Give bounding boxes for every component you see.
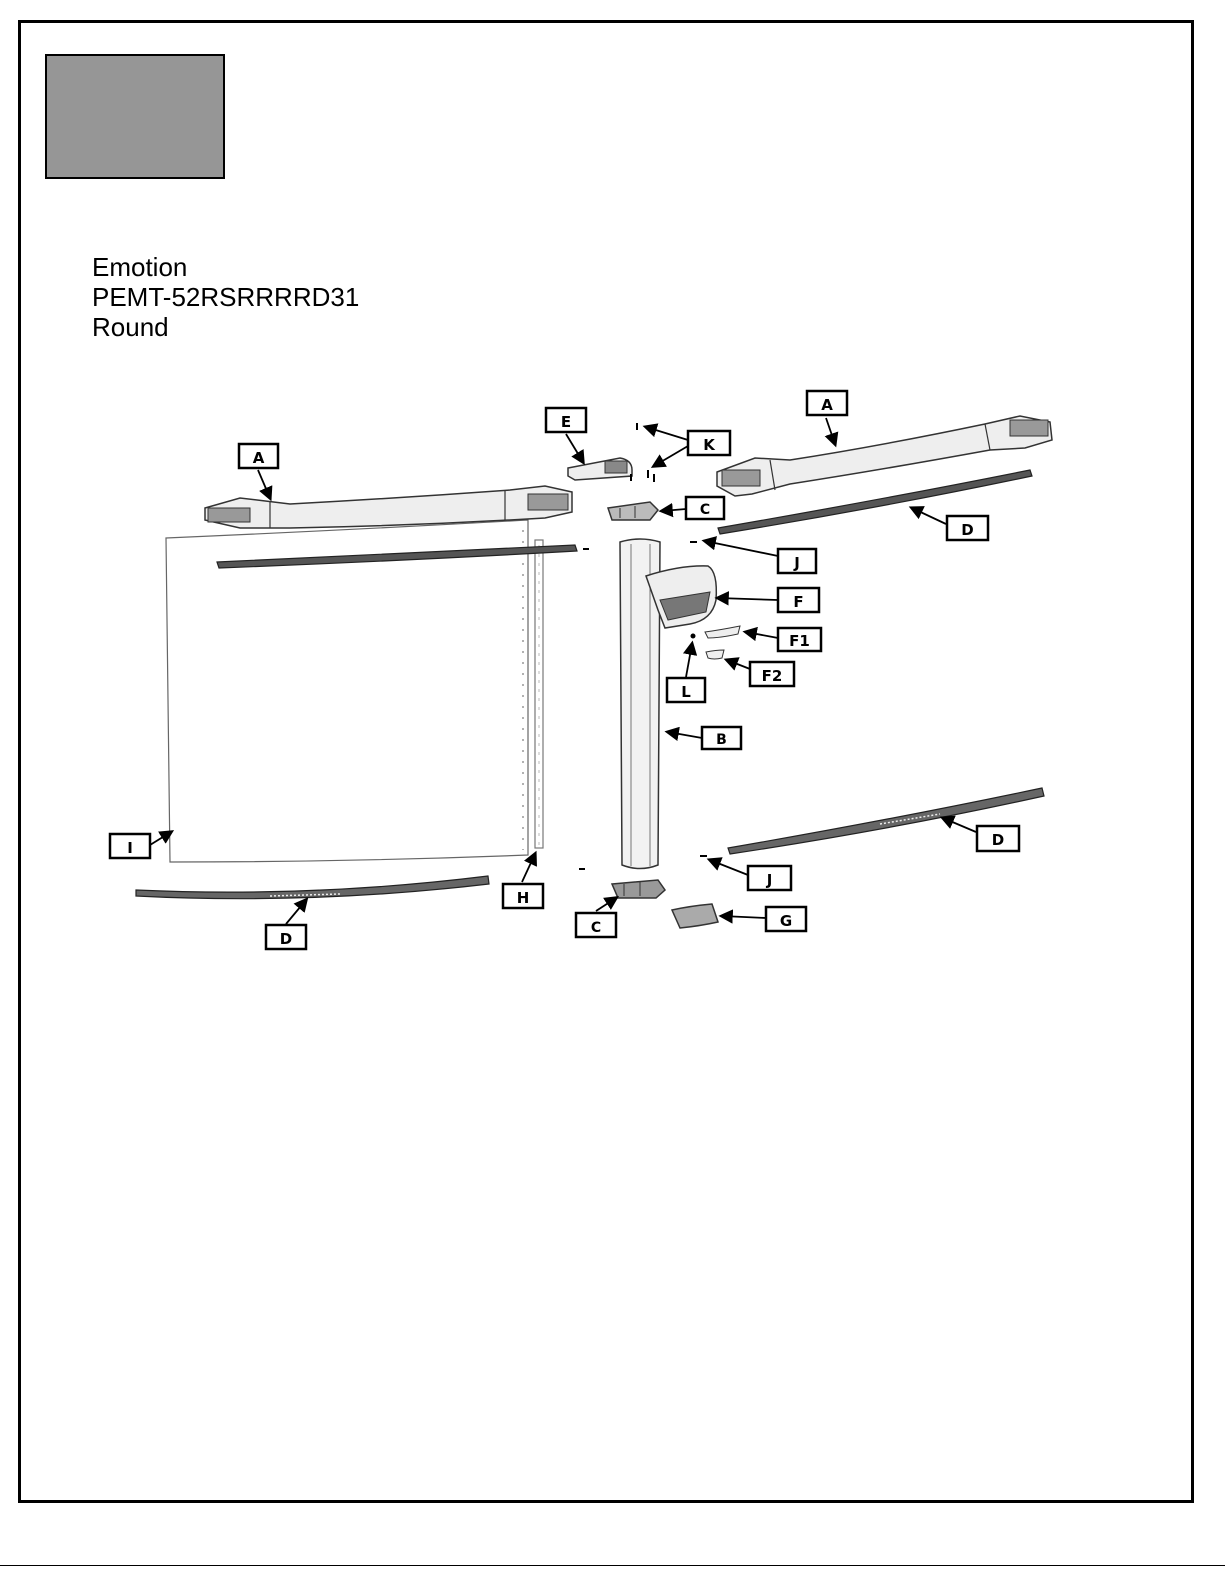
callout-j-top: J [778,549,816,573]
callout-f1-label: F1 [789,632,810,650]
top-cap-part-e [568,458,632,480]
callout-j-bottom: J [748,866,791,890]
cover-insert-part-f2 [706,650,724,659]
callout-k: K [688,431,730,455]
screw-part-l [691,634,696,639]
bottom-track-left-part-d [136,876,489,899]
callout-f2-label: F2 [762,667,783,685]
callout-f1: F1 [778,628,821,651]
callout-e: E [546,408,586,432]
callout-a-right: A [807,391,847,415]
callout-f2: F2 [750,662,794,686]
callout-d-top: D [947,516,988,540]
callout-d-bottom: D [266,925,306,949]
callout-g: G [766,907,806,931]
callout-a-right-label: A [821,396,833,414]
callout-c-top-label: C [700,502,710,518]
wall-panel-part-i [166,520,528,862]
bottom-plate-part-c [612,880,665,898]
callout-b-label: B [716,732,727,748]
bottom-cover-part-g [672,904,718,928]
cover-insert-part-f1 [705,626,740,638]
callout-c-bottom: C [576,913,616,937]
callout-k-label: K [703,436,716,454]
callout-i: I [110,834,150,858]
callout-c-bottom-label: C [591,920,601,936]
callout-d-right: D [977,826,1019,851]
callout-f: F [778,588,819,612]
bottom-rule [0,1565,1225,1566]
callout-f-label: F [793,593,803,611]
callout-b: B [702,727,741,749]
callout-j-bottom-label: J [766,871,773,889]
top-plate-part-c [608,502,658,520]
callout-h-label: H [517,889,530,907]
callout-d-bottom-label: D [280,930,292,948]
callout-l: L [667,678,705,702]
stabilizer-strip-part-h [535,540,543,848]
callout-a-left-label: A [253,449,265,467]
callout-i-label: I [127,839,133,857]
callout-j-top-label: J [793,554,800,572]
callout-d-right-label: D [992,831,1004,849]
callout-a-left: A [239,444,278,468]
callout-g-label: G [780,912,792,930]
top-rail-right-part-a [717,416,1052,496]
callout-e-label: E [561,413,571,431]
callout-c-top: C [686,497,724,519]
screws-part-k [631,423,654,482]
callout-h: H [503,884,543,908]
callout-d-top-label: D [961,521,973,539]
callout-l-label: L [681,683,691,701]
